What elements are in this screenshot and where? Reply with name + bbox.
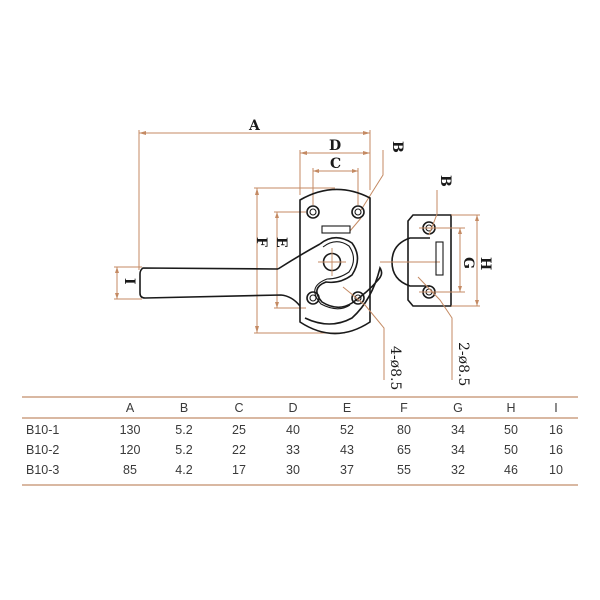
dimension-a: A xyxy=(138,118,371,270)
col-header-i: I xyxy=(554,401,558,415)
dimension-label-b-keeper: B xyxy=(437,175,453,187)
dimension-i: I xyxy=(114,266,142,300)
hole-callout-keeper: 2-ø8.5 xyxy=(417,276,471,386)
dimension-label-d: D xyxy=(329,138,341,154)
latch-technical-drawing: A D C B F E xyxy=(114,118,493,390)
cell-c: 17 xyxy=(232,463,246,477)
model-name: B10-3 xyxy=(26,463,60,477)
table-rule-bottom xyxy=(22,484,578,486)
cell-a: 130 xyxy=(119,423,141,437)
dimension-label-c: C xyxy=(330,156,341,172)
dimension-c: C xyxy=(312,156,359,205)
dimension-h: H xyxy=(451,214,493,307)
table-row: B10-2 120 5.2 22 33 43 65 34 50 16 xyxy=(22,440,578,460)
dimension-label-a: A xyxy=(248,118,261,134)
col-header-f: F xyxy=(400,401,408,415)
cell-d: 30 xyxy=(286,463,300,477)
dimension-e: E xyxy=(273,211,306,309)
cell-g: 34 xyxy=(451,443,465,457)
col-header-g: G xyxy=(453,401,463,415)
col-header-a: A xyxy=(125,401,135,415)
hole-callout-latch: 4-ø8.5 xyxy=(342,286,403,390)
col-header-b: B xyxy=(179,401,189,415)
col-header-c: C xyxy=(234,401,244,415)
cell-e: 37 xyxy=(340,463,354,477)
dimension-label-e: E xyxy=(273,237,289,248)
cell-c: 22 xyxy=(232,443,246,457)
cell-b: 5.2 xyxy=(175,443,193,457)
cell-g: 32 xyxy=(451,463,465,477)
cell-h: 50 xyxy=(504,423,518,437)
table-header-row: A B C D E F G H I xyxy=(22,398,578,418)
dimension-label-f: F xyxy=(253,237,269,247)
cell-b: 4.2 xyxy=(175,463,193,477)
cell-d: 33 xyxy=(286,443,300,457)
dimension-b-latch: B xyxy=(349,141,405,232)
latch-body xyxy=(139,188,383,335)
col-header-d: D xyxy=(288,401,298,415)
hole-callout-latch-text: 4-ø8.5 xyxy=(387,346,403,390)
dimension-label-b-latch: B xyxy=(389,141,405,153)
model-name: B10-1 xyxy=(26,423,60,437)
table-rule-header xyxy=(22,417,578,419)
dimension-b-keeper: B xyxy=(428,175,453,236)
dimension-label-i: I xyxy=(121,278,137,285)
cell-e: 52 xyxy=(340,423,354,437)
model-name: B10-2 xyxy=(26,443,60,457)
cell-i: 10 xyxy=(549,463,563,477)
table-rule-top xyxy=(22,396,578,398)
cell-f: 80 xyxy=(397,423,411,437)
cell-a: 120 xyxy=(119,443,141,457)
cell-f: 55 xyxy=(397,463,411,477)
cell-c: 25 xyxy=(232,423,246,437)
cell-e: 43 xyxy=(340,443,354,457)
dimension-label-g: G xyxy=(460,257,476,269)
keeper xyxy=(380,214,465,307)
cell-g: 34 xyxy=(451,423,465,437)
cell-i: 16 xyxy=(549,423,563,437)
cell-a: 85 xyxy=(123,463,137,477)
cell-f: 65 xyxy=(397,443,411,457)
table-row: B10-1 130 5.2 25 40 52 80 34 50 16 xyxy=(22,420,578,440)
dimension-f: F xyxy=(253,187,345,334)
col-header-h: H xyxy=(506,401,516,415)
cell-i: 16 xyxy=(549,443,563,457)
table-row: B10-3 85 4.2 17 30 37 55 32 46 10 xyxy=(22,460,578,480)
col-header-e: E xyxy=(342,401,352,415)
cell-h: 50 xyxy=(504,443,518,457)
cell-d: 40 xyxy=(286,423,300,437)
dimension-g: G xyxy=(458,228,476,292)
cell-b: 5.2 xyxy=(175,423,193,437)
hole-callout-keeper-text: 2-ø8.5 xyxy=(455,342,471,386)
cell-h: 46 xyxy=(504,463,518,477)
dimension-label-h: H xyxy=(477,257,493,270)
